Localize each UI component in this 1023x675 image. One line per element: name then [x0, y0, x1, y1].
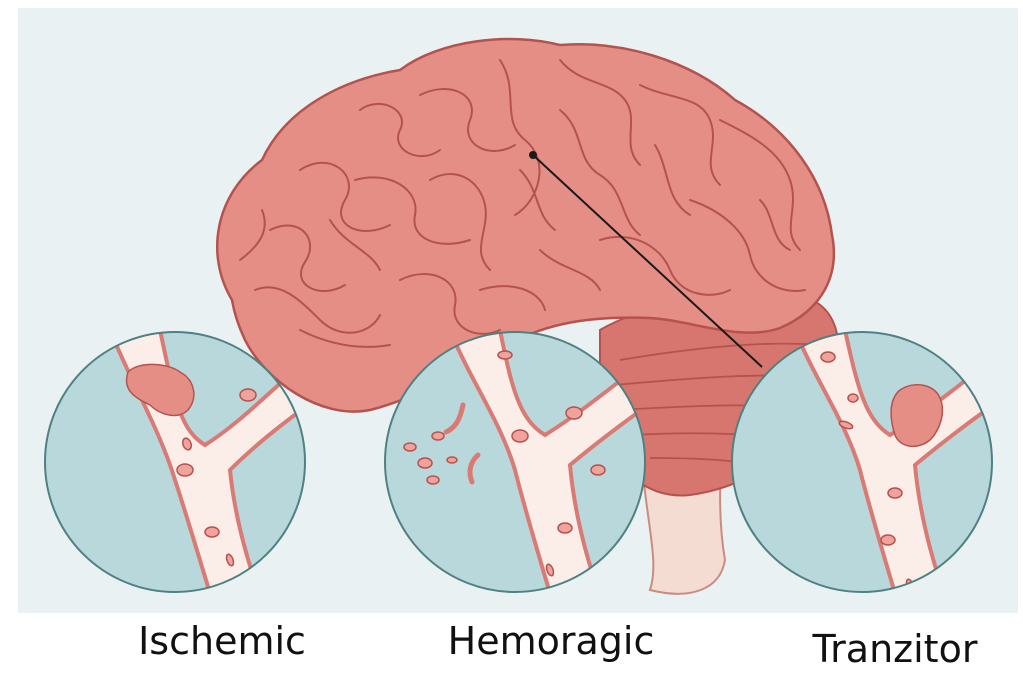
- label-transient: Tranzitor: [813, 630, 978, 668]
- label-hemorrhagic: Hemoragic: [448, 622, 655, 660]
- label-ischemic: Ischemic: [138, 622, 306, 660]
- pointer-dot: [529, 151, 537, 159]
